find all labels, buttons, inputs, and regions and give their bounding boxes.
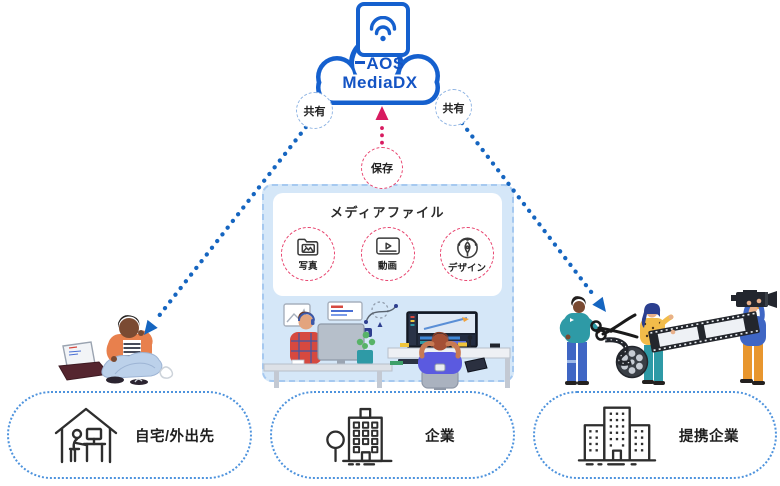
media-studio-illustration [263,301,511,390]
media-item-photo: 写真 [281,227,335,281]
media-items-row: 写真 動画 [273,227,502,281]
location-partner-label: 提携企業 [679,428,739,445]
partner-company-icon [577,406,657,466]
save-arrow-head [375,106,389,120]
media-item-video-label: 動画 [377,261,397,272]
share-badge-right: 共有 [435,89,472,126]
media-item-photo-label: 写真 [298,261,318,272]
location-home: 自宅/外出先 [7,391,252,479]
save-badge: 保存 [361,147,403,189]
location-partner: 提携企業 [533,391,777,479]
media-item-video: 動画 [360,227,415,281]
wifi-router-box [356,2,410,57]
location-company: 企業 [270,391,515,479]
share-arrow-right-head [592,296,606,312]
brand-line-2: MediaDX [342,72,418,92]
location-company-label: 企業 [425,428,455,445]
media-files-title: メディアファイル [329,205,446,220]
location-home-label: 自宅/外出先 [135,428,215,445]
pen-tool-icon [456,237,478,259]
share-arrow-left-head [144,319,158,335]
media-files-card: メディアファイル 写真 [273,193,502,296]
logo-bar-icon [355,61,366,65]
share-arrow-left [152,124,309,324]
media-item-design: デザイン [440,227,494,281]
share-badge-left: 共有 [296,92,333,129]
media-files-panel: メディアファイル 写真 [262,184,514,382]
share-arrow-right [459,120,598,300]
video-player-icon [375,237,400,255]
cloud-brand: AOS MediaDX [318,54,442,92]
brand-line-1: AOS [318,54,442,74]
wifi-icon [369,16,397,42]
home-worker-icon [54,407,118,464]
company-building-icon [326,407,393,466]
film-crew-illustration [559,290,777,385]
media-item-design-label: デザイン [447,263,486,274]
photo-folder-icon [296,238,318,256]
